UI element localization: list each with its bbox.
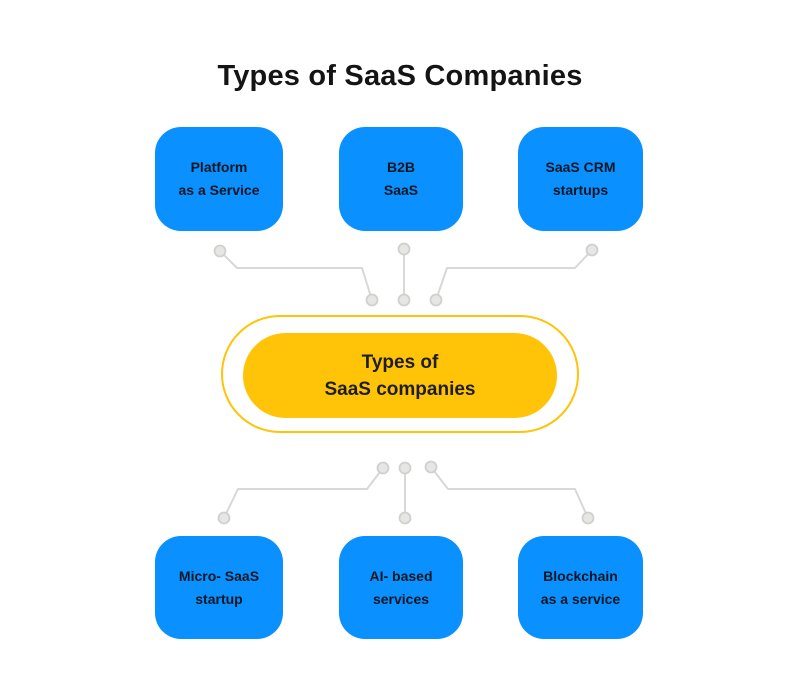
- node-label-line: SaaS: [383, 182, 419, 198]
- node-b2b-saas: B2B SaaS: [339, 127, 463, 231]
- center-node: Types of SaaS companies: [243, 333, 557, 418]
- connector-dot: [217, 511, 231, 525]
- center-node-label-line: Types of: [361, 351, 439, 373]
- connector-dot: [585, 243, 599, 257]
- connector-line: [430, 466, 589, 519]
- node-label-line: as a service: [540, 590, 621, 607]
- connector-dot: [398, 511, 412, 525]
- connector-dot: [376, 461, 390, 475]
- connector-dot: [365, 293, 379, 307]
- node-platform-as-a-service: Platform as a Service: [155, 127, 283, 231]
- center-node-ring: [221, 315, 579, 433]
- node-label-line: Blockchain: [543, 567, 618, 584]
- connector-dot: [424, 460, 438, 474]
- node-saas-crm-startups: SaaS CRM startups: [518, 127, 643, 231]
- node-label-line: services: [372, 590, 430, 607]
- connector-dot: [213, 244, 227, 258]
- connector-line: [223, 467, 384, 519]
- connector-dot: [397, 242, 411, 256]
- node-label-line: AI- based: [369, 567, 433, 584]
- node-label-line: as a Service: [178, 182, 260, 198]
- connector-line: [219, 250, 373, 301]
- connector-dot: [581, 511, 595, 525]
- node-label-line: Micro- SaaS: [178, 567, 260, 584]
- node-label-line: startup: [195, 590, 243, 607]
- node-micro-saas-startup: Micro- SaaS startup: [155, 536, 283, 639]
- node-ai-based-services: AI- based services: [339, 536, 463, 639]
- connector-line: [435, 249, 593, 301]
- page-title: Types of SaaS Companies: [217, 60, 583, 92]
- connector-dot: [398, 461, 412, 475]
- node-label-line: startups: [552, 182, 609, 198]
- node-label-line: Platform: [190, 159, 248, 175]
- connector-dot: [397, 293, 411, 307]
- node-label-line: SaaS CRM: [545, 159, 616, 175]
- connector-dot: [429, 293, 443, 307]
- node-label-line: B2B: [386, 159, 415, 175]
- center-node-label-line: SaaS companies: [324, 378, 476, 400]
- node-blockchain-as-a-service: Blockchain as a service: [518, 536, 643, 639]
